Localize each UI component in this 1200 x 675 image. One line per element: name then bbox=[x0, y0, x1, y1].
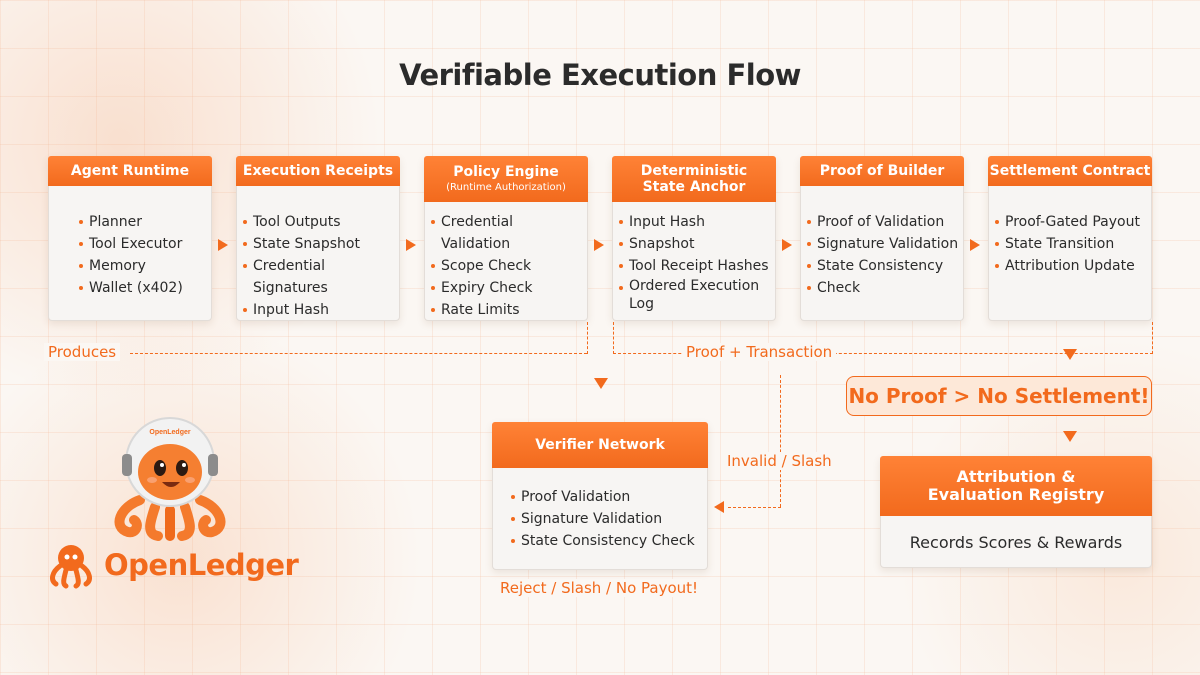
octopus-mascot-icon: OpenLedger bbox=[114, 417, 226, 541]
arrow-right-icon bbox=[218, 239, 228, 251]
proof-connector-left bbox=[613, 322, 614, 354]
produces-connector bbox=[130, 353, 587, 354]
stage-item: Input Hash bbox=[243, 299, 395, 321]
arrow-right-icon bbox=[406, 239, 416, 251]
arrow-left-icon bbox=[714, 501, 724, 513]
stage-item: Snapshot bbox=[619, 233, 771, 255]
stage-title: Proof of Builder bbox=[819, 162, 945, 179]
proof-connector bbox=[613, 353, 1153, 354]
stage-item: Attribution Update bbox=[995, 255, 1147, 277]
registry-title-line2: Evaluation Registry bbox=[927, 485, 1105, 504]
no-proof-badge: No Proof > No Settlement! bbox=[846, 376, 1152, 416]
produces-connector-vertical bbox=[587, 322, 588, 354]
reject-label: Reject / Slash / No Payout! bbox=[496, 579, 703, 597]
registry-title-line1: Attribution & bbox=[956, 466, 1076, 486]
stage-item: Input Hash bbox=[619, 211, 771, 233]
stage-item: Proof-Gated Payout bbox=[995, 211, 1147, 233]
page-title: Verifiable Execution Flow bbox=[399, 58, 801, 92]
stage-item: Credential Signatures bbox=[243, 255, 395, 299]
stage-item: Proof of Validation bbox=[807, 211, 959, 233]
verifier-network-header: Verifier Network bbox=[492, 422, 708, 468]
stage-card: Policy Engine(Runtime Authorization) Cred… bbox=[424, 156, 588, 321]
openledger-logo-icon bbox=[50, 545, 92, 589]
stage-item: State Consistency bbox=[807, 255, 959, 277]
openledger-logo-text: OpenLedger bbox=[104, 548, 299, 582]
stage-item: State Snapshot bbox=[243, 233, 395, 255]
registry-card: Attribution & Evaluation Registry Record… bbox=[880, 456, 1152, 568]
stage-item: Expiry Check bbox=[431, 277, 583, 299]
invalid-connector-vertical bbox=[780, 375, 781, 507]
stage-title: Deterministic State Anchor bbox=[640, 162, 748, 195]
arrow-down-icon bbox=[1063, 349, 1077, 360]
arrow-right-icon bbox=[594, 239, 604, 251]
stage-header: Deterministic State Anchor bbox=[612, 156, 776, 202]
stage-item: Rate Limits bbox=[431, 299, 583, 321]
verifier-item: State Consistency Check bbox=[511, 530, 695, 552]
proof-transaction-label: Proof + Transaction bbox=[682, 343, 837, 361]
registry-header: Attribution & Evaluation Registry bbox=[880, 456, 1152, 516]
registry-body: Records Scores & Rewards bbox=[909, 532, 1123, 552]
stage-item: Tool Receipt Hashes bbox=[619, 255, 771, 277]
verifier-item: Proof Validation bbox=[511, 486, 695, 508]
stage-subtitle: (Runtime Authorization) bbox=[446, 182, 566, 194]
stage-header: Settlement Contract bbox=[988, 156, 1152, 186]
mascot-helmet-text: OpenLedger bbox=[149, 429, 191, 436]
arrow-down-icon bbox=[1063, 431, 1077, 442]
invalid-slash-label: Invalid / Slash bbox=[723, 452, 836, 470]
stage-header: Agent Runtime bbox=[48, 156, 212, 186]
stage-header: Execution Receipts bbox=[236, 156, 400, 186]
invalid-connector bbox=[728, 507, 781, 508]
stage-header: Policy Engine(Runtime Authorization) bbox=[424, 156, 588, 202]
stage-title: Settlement Contract bbox=[989, 162, 1151, 179]
stage-item: Planner bbox=[79, 211, 207, 233]
stage-item: Credential Validation bbox=[431, 211, 583, 255]
proof-connector-right bbox=[1152, 322, 1153, 354]
stage-title: Policy Engine bbox=[453, 164, 559, 181]
stage-header: Proof of Builder bbox=[800, 156, 964, 186]
stage-item: Ordered Execution Log bbox=[619, 277, 771, 313]
produces-label: Produces bbox=[44, 343, 121, 361]
stage-item: State Transition bbox=[995, 233, 1147, 255]
verifier-item: Signature Validation bbox=[511, 508, 695, 530]
stage-item: Tool Outputs bbox=[243, 211, 395, 233]
stage-item: Scope Check bbox=[431, 255, 583, 277]
stage-item: Memory bbox=[79, 255, 207, 277]
stage-title: Execution Receipts bbox=[242, 162, 394, 179]
verifier-network-title: Verifier Network bbox=[535, 436, 665, 453]
stage-item: Tool Executor bbox=[79, 233, 207, 255]
stage-title: Agent Runtime bbox=[70, 162, 190, 179]
arrow-right-icon bbox=[782, 239, 792, 251]
arrow-down-icon bbox=[594, 378, 608, 389]
stage-item: Check bbox=[807, 277, 959, 299]
arrow-right-icon bbox=[970, 239, 980, 251]
stage-item: Wallet (x402) bbox=[79, 277, 207, 299]
openledger-logo: OpenLedger bbox=[46, 540, 299, 590]
stage-item: Signature Validation bbox=[807, 233, 959, 255]
